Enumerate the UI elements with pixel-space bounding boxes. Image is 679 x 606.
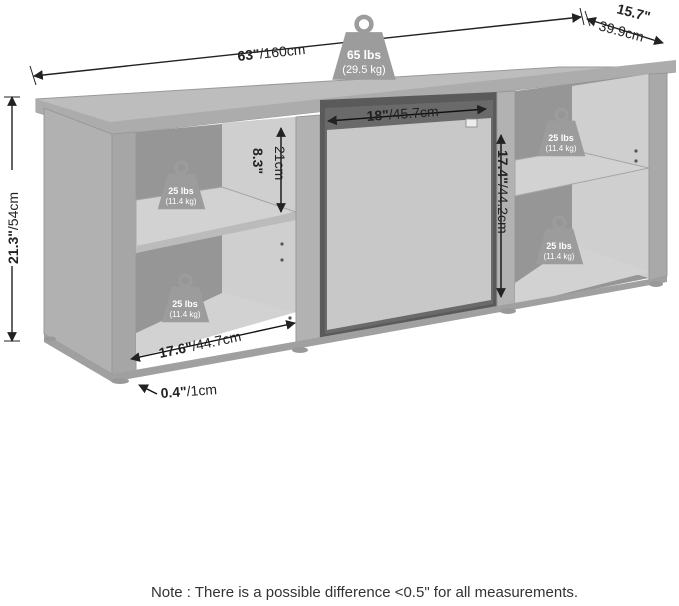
fireplace-control-icon xyxy=(465,118,478,128)
stand-bottom-rail-left xyxy=(44,334,112,382)
svg-text:(11.4 kg): (11.4 kg) xyxy=(544,252,575,261)
stand-foot xyxy=(292,347,308,353)
svg-text:25 lbs: 25 lbs xyxy=(548,133,574,143)
svg-text:65 lbs: 65 lbs xyxy=(347,48,381,62)
width-tick-left xyxy=(29,65,37,86)
stand-foot xyxy=(44,336,56,342)
width-dimension-line xyxy=(33,13,582,80)
center-left-divider xyxy=(295,114,321,347)
panel-thickness-label: 0.4"/1cm xyxy=(160,381,217,401)
width-tick-right xyxy=(579,7,585,26)
shelf-pin-hole xyxy=(634,149,638,153)
height-label-bg xyxy=(1,170,23,266)
shelf-gap-inch: 8.3" xyxy=(250,148,266,174)
weight-icon-right-upper: 25 lbs (11.4 kg) xyxy=(536,107,587,158)
left-shelf-front xyxy=(136,212,296,253)
shelf-pin-hole xyxy=(288,316,292,320)
width-dimension-label: 63"/160cm xyxy=(237,41,306,64)
svg-text:(11.4 kg): (11.4 kg) xyxy=(166,197,197,206)
fireplace-height-label: 17.4"/44.2cm xyxy=(495,150,511,234)
weight-icon-left-upper: 25 lbs (11.4 kg) xyxy=(156,160,207,211)
weight-icon-right-lower: 25 lbs (11.4 kg) xyxy=(534,215,585,266)
shelf-gap-cm: 21cm xyxy=(272,146,288,180)
svg-text:(11.4 kg): (11.4 kg) xyxy=(170,310,201,319)
shelf-depth-line xyxy=(130,320,296,362)
svg-text:25 lbs: 25 lbs xyxy=(546,241,572,251)
fireplace-width-label: 18"/45.7cm xyxy=(366,103,439,124)
shelf-pin-hole xyxy=(280,258,284,262)
fireplace-glass xyxy=(327,118,491,330)
panel-thickness-arrow xyxy=(138,384,158,395)
svg-text:(11.4 kg): (11.4 kg) xyxy=(546,144,577,153)
stand-foot xyxy=(500,308,516,314)
height-dimension-label: 21.3"/54cm xyxy=(5,192,21,264)
depth-dimension-inch: 15.7" xyxy=(615,0,652,24)
shelf-pin-hole xyxy=(280,242,284,246)
right-cabinet-floor xyxy=(515,244,649,306)
svg-text:(29.5 kg): (29.5 kg) xyxy=(342,64,385,76)
weight-icon-top: 65 lbs (29.5 kg) xyxy=(332,17,395,80)
svg-text:25 lbs: 25 lbs xyxy=(172,299,198,309)
right-end-panel xyxy=(648,72,668,281)
left-front-post xyxy=(111,131,137,377)
left-end-panel xyxy=(43,107,113,375)
stand-foot xyxy=(649,281,663,287)
depth-dimension-line xyxy=(586,16,664,46)
measurement-note: Note : There is a possible difference <0… xyxy=(150,584,579,601)
shelf-pin-hole xyxy=(634,159,638,163)
fireplace-width-line xyxy=(327,104,487,126)
svg-text:25 lbs: 25 lbs xyxy=(168,186,194,196)
depth-tick xyxy=(584,10,591,27)
weight-icon-left-lower: 25 lbs (11.4 kg) xyxy=(160,273,211,324)
stand-foot xyxy=(111,378,129,384)
